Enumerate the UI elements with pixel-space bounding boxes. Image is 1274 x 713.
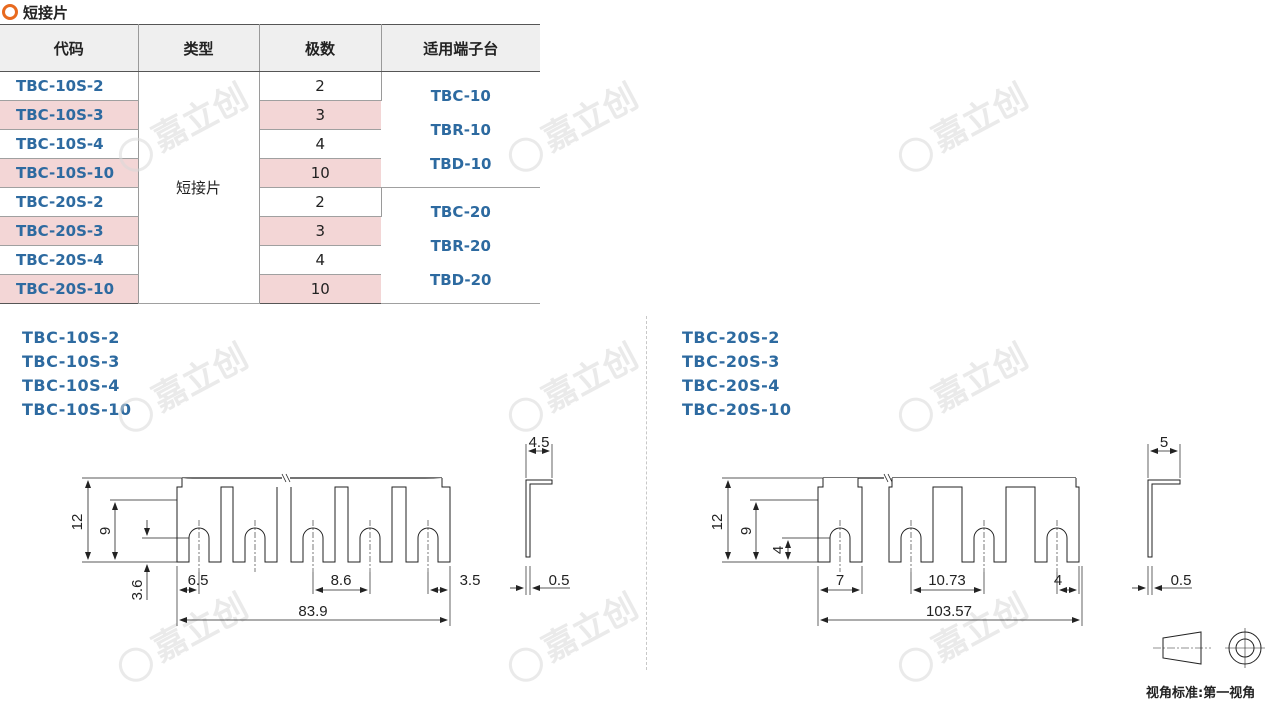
right-side-view	[1132, 444, 1192, 595]
circle-bullet-icon	[2, 4, 18, 20]
cell-code: TBC-10S-4	[0, 129, 139, 159]
cell-poles: 2	[259, 187, 382, 217]
cell-poles: 3	[259, 100, 381, 130]
dim-side-width: 4.5	[529, 434, 550, 451]
right-front-view	[722, 473, 1083, 626]
cell-code: TBC-20S-2	[0, 187, 139, 217]
dim-last: 3.5	[460, 572, 481, 589]
section-title: 短接片	[2, 2, 68, 22]
dim-side-width: 5	[1160, 434, 1168, 451]
dim-total: 103.57	[926, 603, 972, 620]
terminal-name: TBC-10	[430, 86, 491, 105]
cell-terminal-group-2: TBC-20 TBR-20 TBD-20	[381, 187, 540, 304]
cell-code: TBC-20S-10	[0, 274, 139, 304]
view-standard-note: 视角标准:第一视角	[1146, 686, 1256, 701]
cell-code: TBC-20S-4	[0, 245, 139, 275]
right-model-list: TBC-20S-2 TBC-20S-3 TBC-20S-4 TBC-20S-10	[682, 326, 792, 422]
cell-type: 短接片	[138, 71, 260, 304]
table-row: TBC-10S-10 10	[0, 158, 540, 188]
table-header-row: 代码 类型 极数 适用端子台	[0, 24, 540, 72]
terminal-name: TBR-10	[430, 120, 491, 139]
dim-first: 7	[836, 572, 844, 589]
dim-pitch: 8.6	[331, 572, 352, 589]
model-label: TBC-20S-2	[682, 328, 780, 347]
table-row: TBC-20S-4 4	[0, 245, 540, 275]
model-label: TBC-10S-3	[22, 352, 120, 371]
dim-total: 83.9	[298, 603, 327, 620]
cell-terminal-group-1: TBC-10 TBR-10 TBD-10	[381, 71, 540, 188]
table-row: TBC-10S-4 4	[0, 129, 540, 159]
dim-offset: 4	[770, 546, 787, 554]
cell-poles: 10	[259, 158, 381, 188]
cell-poles: 4	[259, 245, 381, 275]
dim-thickness: 0.5	[549, 572, 570, 589]
terminal-name: TBD-20	[430, 270, 492, 289]
table-row: TBC-10S-3 3	[0, 100, 540, 130]
left-front-view	[82, 473, 451, 626]
cell-poles: 10	[259, 274, 381, 304]
cell-poles: 4	[259, 129, 381, 159]
table-row: TBC-10S-2 短接片 2 TBC-10 TBR-10 TBD-10	[0, 71, 540, 304]
cell-poles: 2	[259, 71, 382, 101]
cell-code: TBC-10S-2	[0, 71, 139, 101]
left-model-list: TBC-10S-2 TBC-10S-3 TBC-10S-4 TBC-10S-10	[22, 326, 132, 422]
table-row: TBC-20S-3 3	[0, 216, 540, 246]
dim-pitch: 10.73	[928, 572, 966, 589]
dim-thickness: 0.5	[1171, 572, 1192, 589]
header-type: 类型	[138, 24, 260, 72]
cell-code: TBC-20S-3	[0, 216, 139, 246]
model-label: TBC-20S-4	[682, 376, 780, 395]
dim-last: 4	[1054, 572, 1062, 589]
cell-code: TBC-10S-3	[0, 100, 139, 130]
dim-slot: 9	[738, 527, 755, 535]
dim-height: 12	[69, 514, 86, 531]
dim-slot: 9	[97, 527, 114, 535]
terminal-name: TBC-20	[430, 202, 491, 221]
terminal-name: TBD-10	[430, 154, 492, 173]
cell-poles: 3	[259, 216, 381, 246]
cell-code: TBC-10S-10	[0, 158, 139, 188]
model-label: TBC-20S-10	[682, 400, 792, 419]
header-poles: 极数	[259, 24, 382, 72]
projection-symbol-icon	[1153, 628, 1265, 668]
spec-table: 代码 类型 极数 适用端子台 TBC-10S-2 短接片 2 TBC-10 TB…	[0, 24, 540, 304]
section-divider	[646, 316, 647, 670]
model-label: TBC-10S-2	[22, 328, 120, 347]
dim-first: 6.5	[188, 572, 209, 589]
table-row: TBC-20S-10 10	[0, 274, 540, 304]
model-label: TBC-20S-3	[682, 352, 780, 371]
section-title-text: 短接片	[23, 3, 69, 22]
terminal-name: TBR-20	[430, 236, 491, 255]
model-label: TBC-10S-4	[22, 376, 120, 395]
dim-height: 12	[709, 514, 726, 531]
dim-offset: 3.6	[129, 580, 146, 601]
model-label: TBC-10S-10	[22, 400, 132, 419]
table-row: TBC-20S-2 2 TBC-20 TBR-20 TBD-20	[0, 187, 540, 304]
header-code: 代码	[0, 24, 139, 72]
header-terminal: 适用端子台	[381, 24, 540, 72]
left-side-view	[510, 444, 570, 595]
